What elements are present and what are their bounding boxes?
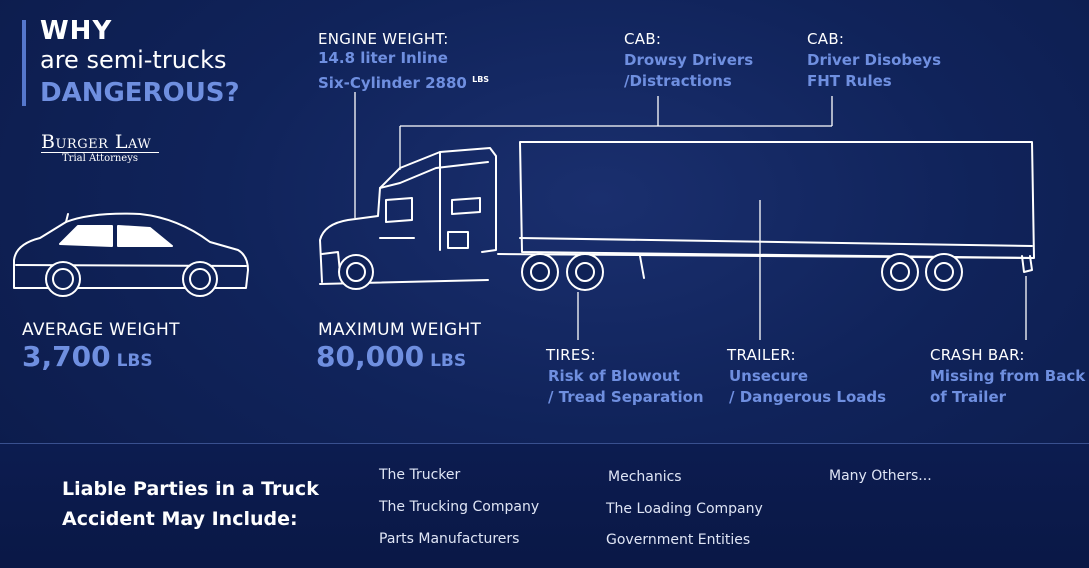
party-item: Mechanics	[608, 469, 682, 485]
crash-bar-value-2: of Trailer	[930, 388, 1007, 406]
logo-tagline: Trial Attorneys	[62, 153, 139, 164]
engine-label: ENGINE WEIGHT:	[318, 30, 449, 48]
logo-divider	[41, 152, 159, 153]
party-item: Parts Manufacturers	[379, 531, 520, 547]
trailer-value-2: / Dangerous Loads	[729, 388, 887, 406]
tires-value-2: / Tread Separation	[548, 388, 704, 406]
liable-parties-section	[0, 443, 1089, 568]
crash-bar-value-1: Missing from Back	[930, 367, 1086, 385]
car-icon	[13, 212, 249, 297]
callout-lines	[354, 92, 1027, 340]
party-item: Many Others...	[829, 468, 932, 484]
liable-heading-2: Accident May Include:	[62, 508, 298, 530]
title-line-1: WHY	[40, 16, 113, 46]
cab-1-value-1: Drowsy Drivers	[624, 51, 754, 69]
engine-unit: LBS	[472, 75, 490, 84]
cab-1-value-2: /Distractions	[624, 72, 732, 90]
party-item: The Trucker	[379, 467, 461, 483]
liable-heading-1: Liable Parties in a Truck	[62, 478, 319, 500]
engine-value-1: 14.8 liter Inline	[318, 49, 448, 67]
cab-2-value-1: Driver Disobeys	[807, 51, 942, 69]
tires-label: TIRES:	[546, 346, 596, 364]
party-item: The Loading Company	[606, 501, 763, 517]
cab-1-label: CAB:	[624, 30, 662, 48]
cab-2-value-2: FHT Rules	[807, 72, 892, 90]
title-accent-bar	[22, 20, 26, 106]
party-item: Government Entities	[606, 532, 751, 548]
engine-value-2: Six-Cylinder 2880 LBS	[318, 74, 490, 92]
title-line-2: are semi-trucks	[40, 46, 227, 74]
tires-value-1: Risk of Blowout	[548, 367, 680, 385]
trailer-label: TRAILER:	[727, 346, 796, 364]
party-item: The Trucking Company	[379, 499, 540, 515]
trailer-icon	[497, 141, 1035, 291]
title-line-3: DANGEROUS?	[40, 78, 240, 108]
vehicle-illustration	[13, 92, 1035, 340]
trailer-value-1: Unsecure	[729, 367, 809, 385]
cab-2-label: CAB:	[807, 30, 845, 48]
logo-name: Burger Law	[41, 131, 152, 153]
truck-cab-icon	[319, 147, 497, 290]
truck-weight-label: MAXIMUM WEIGHT	[318, 320, 482, 340]
car-weight-label: AVERAGE WEIGHT	[22, 320, 180, 340]
crash-bar-label: CRASH BAR:	[930, 346, 1025, 364]
